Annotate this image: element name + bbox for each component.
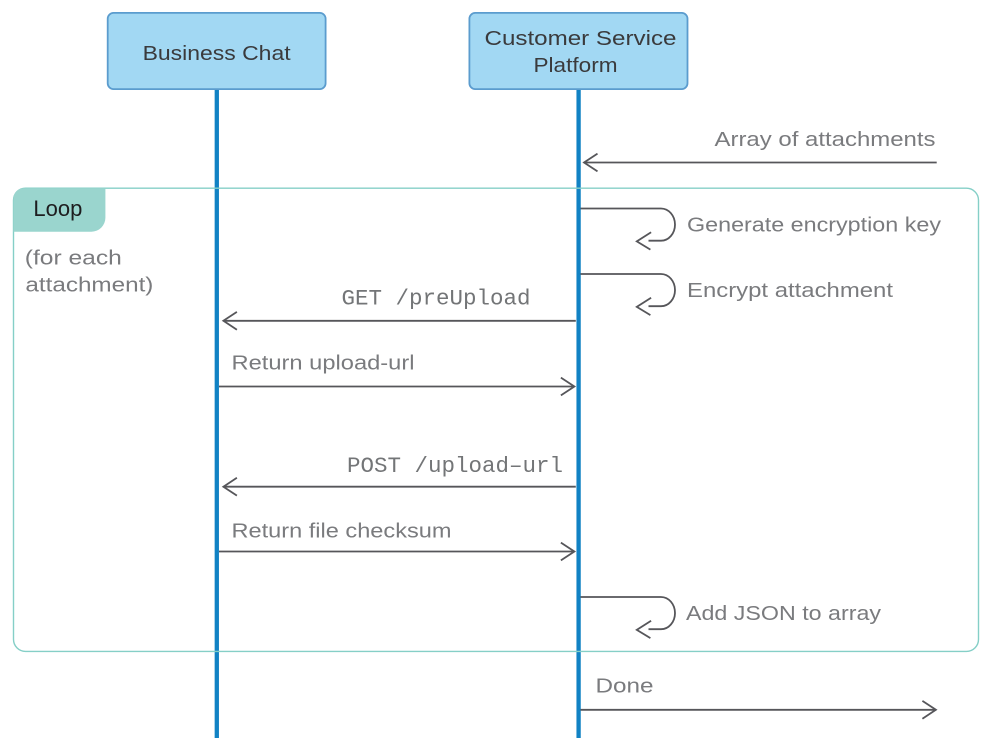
svg-text:Generate encryption key: Generate encryption key (687, 213, 942, 236)
svg-text:Return upload-url: Return upload-url (232, 352, 415, 375)
svg-text:Encrypt attachment: Encrypt attachment (687, 279, 893, 302)
svg-text:Array of attachments: Array of attachments (715, 128, 936, 151)
svg-text:GET /preUpload: GET /preUpload (342, 286, 531, 312)
svg-text:Add JSON to array: Add JSON to array (686, 602, 882, 625)
svg-text:POST /upload–url: POST /upload–url (347, 453, 563, 479)
svg-text:Platform: Platform (534, 54, 618, 77)
svg-text:Loop: Loop (33, 196, 82, 221)
svg-text:Customer Service: Customer Service (485, 27, 677, 50)
svg-text:Business Chat: Business Chat (143, 42, 291, 65)
svg-text:attachment): attachment) (25, 274, 153, 297)
svg-text:(for each: (for each (25, 247, 122, 270)
svg-text:Return file checksum: Return file checksum (232, 520, 452, 543)
svg-text:Done: Done (596, 675, 654, 698)
